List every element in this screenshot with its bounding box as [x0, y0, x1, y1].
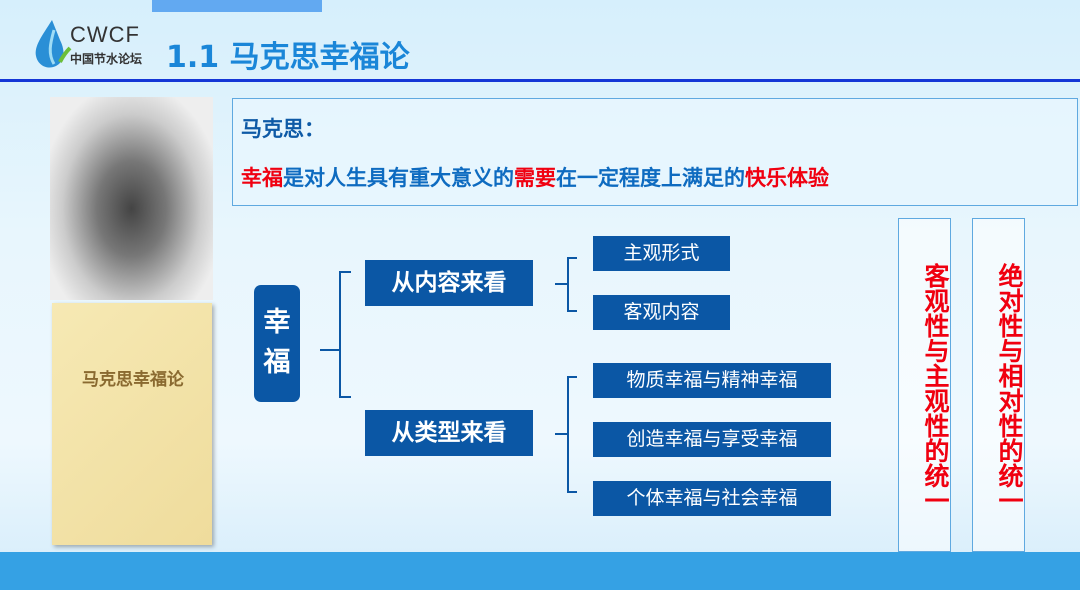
- note-absolute-relative: 绝对性与相对性的统一: [972, 218, 1025, 552]
- leaf-subjective-form: 主观形式: [593, 236, 730, 271]
- quote-box: 马克思： 幸福是对人生具有重大意义的需要在一定程度上满足的快乐体验: [232, 98, 1078, 206]
- leaf-creative-enjoyment: 创造幸福与享受幸福: [593, 422, 831, 457]
- title-divider: [0, 79, 1080, 82]
- bottom-band: [0, 552, 1080, 590]
- highlight-text: 需要: [514, 166, 556, 190]
- plain-text: 是对人生具有重大意义的: [283, 166, 514, 190]
- bracket: [567, 376, 577, 493]
- slide-title: 1.1 马克思幸福论: [166, 40, 410, 75]
- connector: [555, 283, 568, 285]
- quote-speaker: 马克思：: [241, 117, 325, 141]
- plain-text: 在一定程度上满足的: [556, 166, 745, 190]
- connector: [320, 349, 340, 351]
- book-cover-image: 马克思幸福论: [52, 303, 212, 545]
- top-accent-bar: [152, 0, 322, 12]
- quote-definition: 幸福是对人生具有重大意义的需要在一定程度上满足的快乐体验: [241, 162, 829, 192]
- leaf-objective-content: 客观内容: [593, 295, 730, 330]
- branch-content: 从内容来看: [365, 260, 533, 306]
- bracket: [567, 257, 577, 312]
- connector: [555, 433, 568, 435]
- root-node-happiness: 幸福: [254, 285, 300, 402]
- book-title: 马克思幸福论: [82, 370, 184, 390]
- marx-portrait-image: [50, 97, 213, 300]
- bracket: [339, 271, 351, 398]
- note-objective-subjective: 客观性与主观性的统一: [898, 218, 951, 552]
- highlight-text: 快乐体验: [745, 166, 829, 190]
- logo-subtitle: 中国节水论坛: [70, 52, 143, 66]
- water-drop-logo-icon: [35, 20, 72, 68]
- leaf-material-spiritual: 物质幸福与精神幸福: [593, 363, 831, 398]
- leaf-individual-social: 个体幸福与社会幸福: [593, 481, 831, 516]
- branch-type: 从类型来看: [365, 410, 533, 456]
- logo-text: CWCF: [70, 22, 140, 47]
- highlight-text: 幸福: [241, 166, 283, 190]
